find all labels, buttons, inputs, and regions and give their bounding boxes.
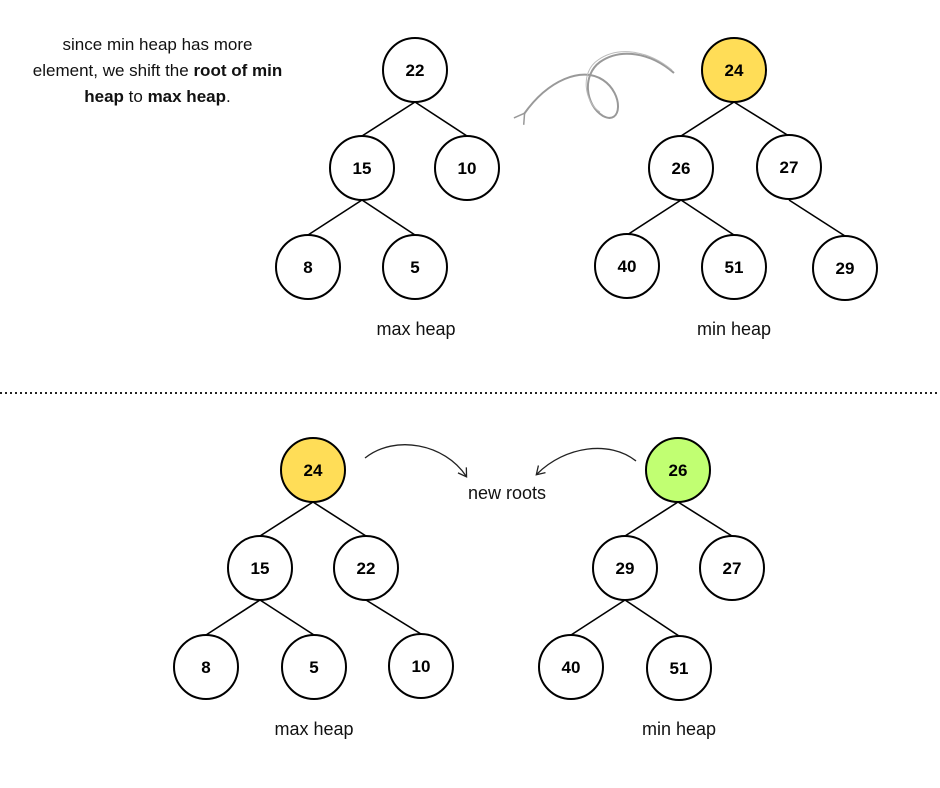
heap-node: 40 (594, 233, 660, 299)
heap-node: 5 (382, 234, 448, 300)
node-value: 5 (410, 258, 419, 277)
node-value: 5 (309, 658, 318, 677)
heap-node: 26 (648, 135, 714, 201)
new-root-arrow-left-icon (364, 444, 468, 478)
node-value: 27 (780, 158, 799, 177)
heap-node: 51 (701, 234, 767, 300)
heap-node: 22 (333, 535, 399, 601)
heap-node-highlighted: 24 (280, 437, 346, 503)
note-bold-maxheap: max heap (147, 87, 226, 106)
bottom-min-heap: 26 29 27 40 51 min heap (538, 437, 765, 739)
note-text-suffix: . (226, 87, 231, 106)
bottom-max-heap-edges (205, 501, 422, 636)
heap-node: 8 (173, 634, 239, 700)
heap-node: 10 (388, 633, 454, 699)
node-value: 24 (304, 461, 323, 480)
node-value: 26 (669, 461, 688, 480)
shift-arrow-icon (513, 52, 675, 125)
top-max-heap-edges (307, 101, 468, 236)
node-value: 10 (412, 657, 431, 676)
bottom-max-heap: 24 15 22 8 5 10 max heap (173, 437, 454, 739)
node-value: 51 (670, 659, 689, 678)
node-value: 51 (725, 258, 744, 277)
heap-node: 22 (382, 37, 448, 103)
top-min-heap-edges (626, 101, 846, 237)
node-value: 40 (562, 658, 581, 677)
bottom-min-heap-edges (570, 501, 733, 637)
heap-label: max heap (274, 719, 353, 739)
heap-node: 5 (281, 634, 347, 700)
heap-node: 40 (538, 634, 604, 700)
new-root-arrow-right-icon (535, 447, 637, 476)
node-value: 15 (353, 159, 372, 178)
heap-label: min heap (697, 319, 771, 339)
top-min-heap: 24 26 27 40 51 29 min heap (594, 37, 878, 339)
explanation-note: since min heap has more element, we shif… (30, 32, 285, 110)
node-value: 8 (303, 258, 312, 277)
new-roots-label: new roots (468, 483, 546, 503)
heap-node: 27 (756, 134, 822, 200)
heap-node: 51 (646, 635, 712, 701)
heap-node: 10 (434, 135, 500, 201)
heap-node: 15 (227, 535, 293, 601)
heap-node: 29 (812, 235, 878, 301)
note-text: since min heap has more element, we shif… (32, 35, 253, 80)
node-value: 29 (836, 259, 855, 278)
node-value: 22 (406, 61, 425, 80)
node-value: 40 (618, 257, 637, 276)
node-value: 22 (357, 559, 376, 578)
note-bold-root: root of min heap (84, 61, 283, 106)
heap-label: max heap (376, 319, 455, 339)
heap-node: 15 (329, 135, 395, 201)
heap-node-highlighted: 26 (645, 437, 711, 503)
shift-arrow-echo (585, 51, 673, 113)
heap-node: 27 (699, 535, 765, 601)
node-value: 8 (201, 658, 210, 677)
top-max-heap: 22 15 10 8 5 max heap (275, 37, 500, 339)
heap-node: 8 (275, 234, 341, 300)
heap-node-highlighted: 24 (701, 37, 767, 103)
node-value: 10 (458, 159, 477, 178)
heap-label: min heap (642, 719, 716, 739)
node-value: 26 (672, 159, 691, 178)
node-value: 29 (616, 559, 635, 578)
node-value: 24 (725, 61, 744, 80)
heap-node: 29 (592, 535, 658, 601)
node-value: 15 (251, 559, 270, 578)
node-value: 27 (723, 559, 742, 578)
note-text-middle: to (123, 87, 148, 106)
